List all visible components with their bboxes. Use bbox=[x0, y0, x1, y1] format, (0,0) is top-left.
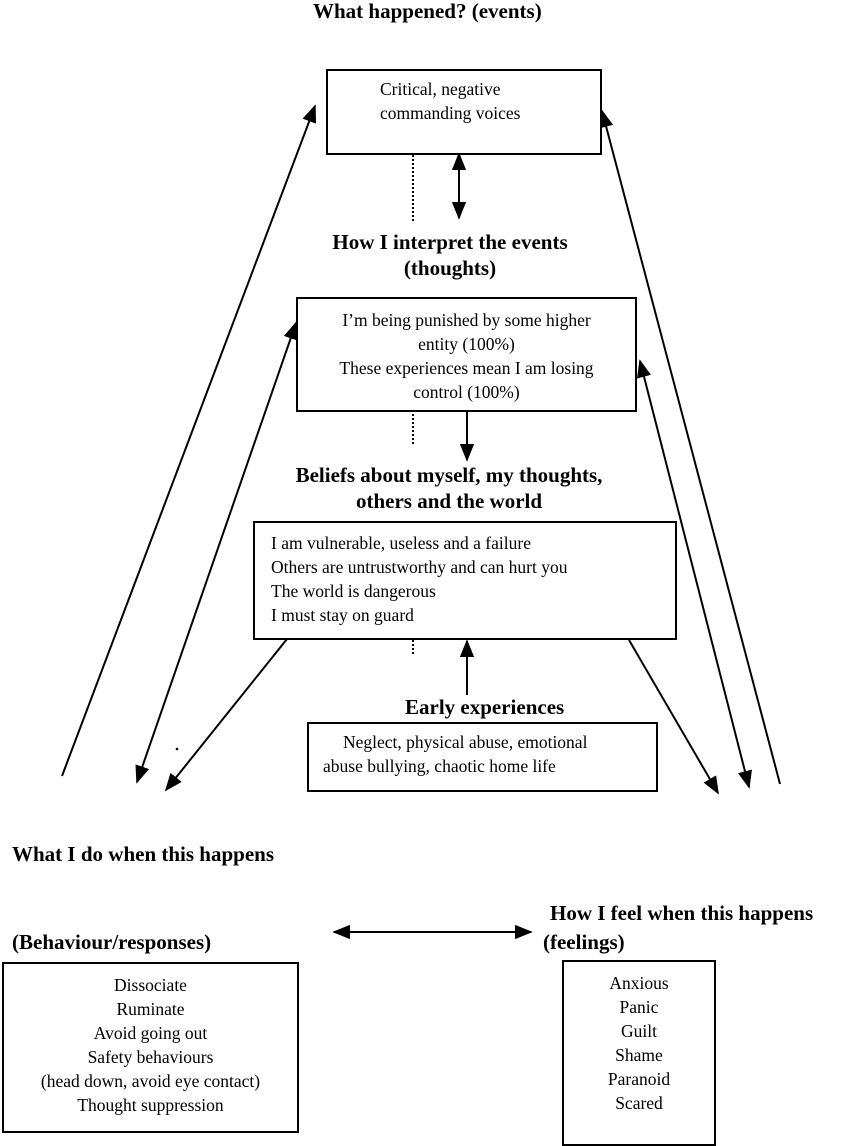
beliefs-heading: Beliefs about myself, my thoughts, other… bbox=[258, 462, 640, 514]
events-line: Critical, negative bbox=[380, 79, 501, 99]
behaviour-line: (head down, avoid eye contact) bbox=[40, 1071, 261, 1091]
belief-line: Others are untrustworthy and can hurt yo… bbox=[271, 557, 568, 577]
feelings-heading-line1: How I feel when this happens bbox=[550, 901, 814, 925]
early-line: abuse bullying, chaotic home life bbox=[323, 756, 556, 776]
feeling-line: Scared bbox=[615, 1093, 663, 1113]
feelings-heading-line2: (feelings) bbox=[543, 930, 625, 954]
thoughts-box: I’m being punished by some higher entity… bbox=[296, 297, 637, 412]
feeling-line: Panic bbox=[619, 997, 659, 1017]
belief-line: The world is dangerous bbox=[271, 581, 436, 601]
behaviour-box: Dissociate Ruminate Avoid going out Safe… bbox=[2, 962, 299, 1133]
events-line: commanding voices bbox=[380, 103, 521, 123]
early-experiences-box: Neglect, physical abuse, emotional abuse… bbox=[307, 722, 658, 792]
feeling-line: Guilt bbox=[621, 1021, 657, 1041]
behaviour-line: Thought suppression bbox=[77, 1095, 224, 1115]
early-line: Neglect, physical abuse, emotional bbox=[343, 732, 588, 752]
arrow-thoughts-to-feelings bbox=[637, 359, 752, 789]
thought-line: entity (100%) bbox=[418, 334, 515, 354]
arrow-thoughts-to-behaviour bbox=[135, 321, 298, 784]
events-box: Critical, negative commanding voices bbox=[326, 69, 602, 155]
thought-line: control (100%) bbox=[413, 382, 520, 402]
feelings-box: Anxious Panic Guilt Shame Paranoid Scare… bbox=[562, 960, 716, 1146]
thoughts-heading: How I interpret the events (thoughts) bbox=[300, 229, 600, 281]
behaviour-line: Safety behaviours bbox=[87, 1047, 214, 1067]
events-heading: What happened? (events) bbox=[313, 0, 542, 23]
arrow-beliefs-to-behaviour bbox=[164, 638, 288, 792]
thoughts-heading-line1: How I interpret the events bbox=[332, 230, 568, 254]
belief-line: I am vulnerable, useless and a failure bbox=[271, 533, 531, 553]
arrow-beliefs-to-feelings bbox=[628, 639, 719, 795]
feeling-line: Anxious bbox=[609, 973, 669, 993]
early-experiences-heading: Early experiences bbox=[405, 695, 565, 719]
behaviour-line: Ruminate bbox=[116, 999, 185, 1019]
thought-line: I’m being punished by some higher bbox=[342, 310, 591, 330]
arrow-feelings-to-events bbox=[599, 109, 781, 785]
behaviour-line: Avoid going out bbox=[93, 1023, 208, 1043]
beliefs-heading-line1: Beliefs about myself, my thoughts, bbox=[295, 463, 603, 487]
feeling-line: Paranoid bbox=[607, 1069, 671, 1089]
behaviour-heading-line1: What I do when this happens bbox=[12, 842, 275, 866]
behaviour-heading-line2: (Behaviour/responses) bbox=[12, 930, 212, 954]
thoughts-heading-line2: (thoughts) bbox=[403, 256, 497, 280]
stray-dot bbox=[175, 747, 179, 751]
arrow-behaviour-to-events bbox=[61, 104, 317, 777]
beliefs-heading-line2: others and the world bbox=[355, 489, 543, 513]
thought-line: These experiences mean I am losing bbox=[339, 358, 594, 378]
feeling-line: Shame bbox=[615, 1045, 663, 1065]
belief-line: I must stay on guard bbox=[271, 605, 414, 625]
behaviour-line: Dissociate bbox=[114, 975, 187, 995]
beliefs-box: I am vulnerable, useless and a failure O… bbox=[253, 521, 677, 640]
